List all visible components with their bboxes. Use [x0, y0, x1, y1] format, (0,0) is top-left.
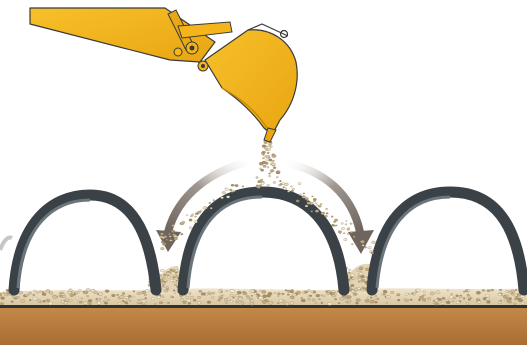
excavator-bucket-icon	[30, 8, 297, 142]
chamber-left	[0, 195, 156, 290]
soil-layer	[0, 303, 527, 345]
chamber-right	[372, 192, 524, 290]
